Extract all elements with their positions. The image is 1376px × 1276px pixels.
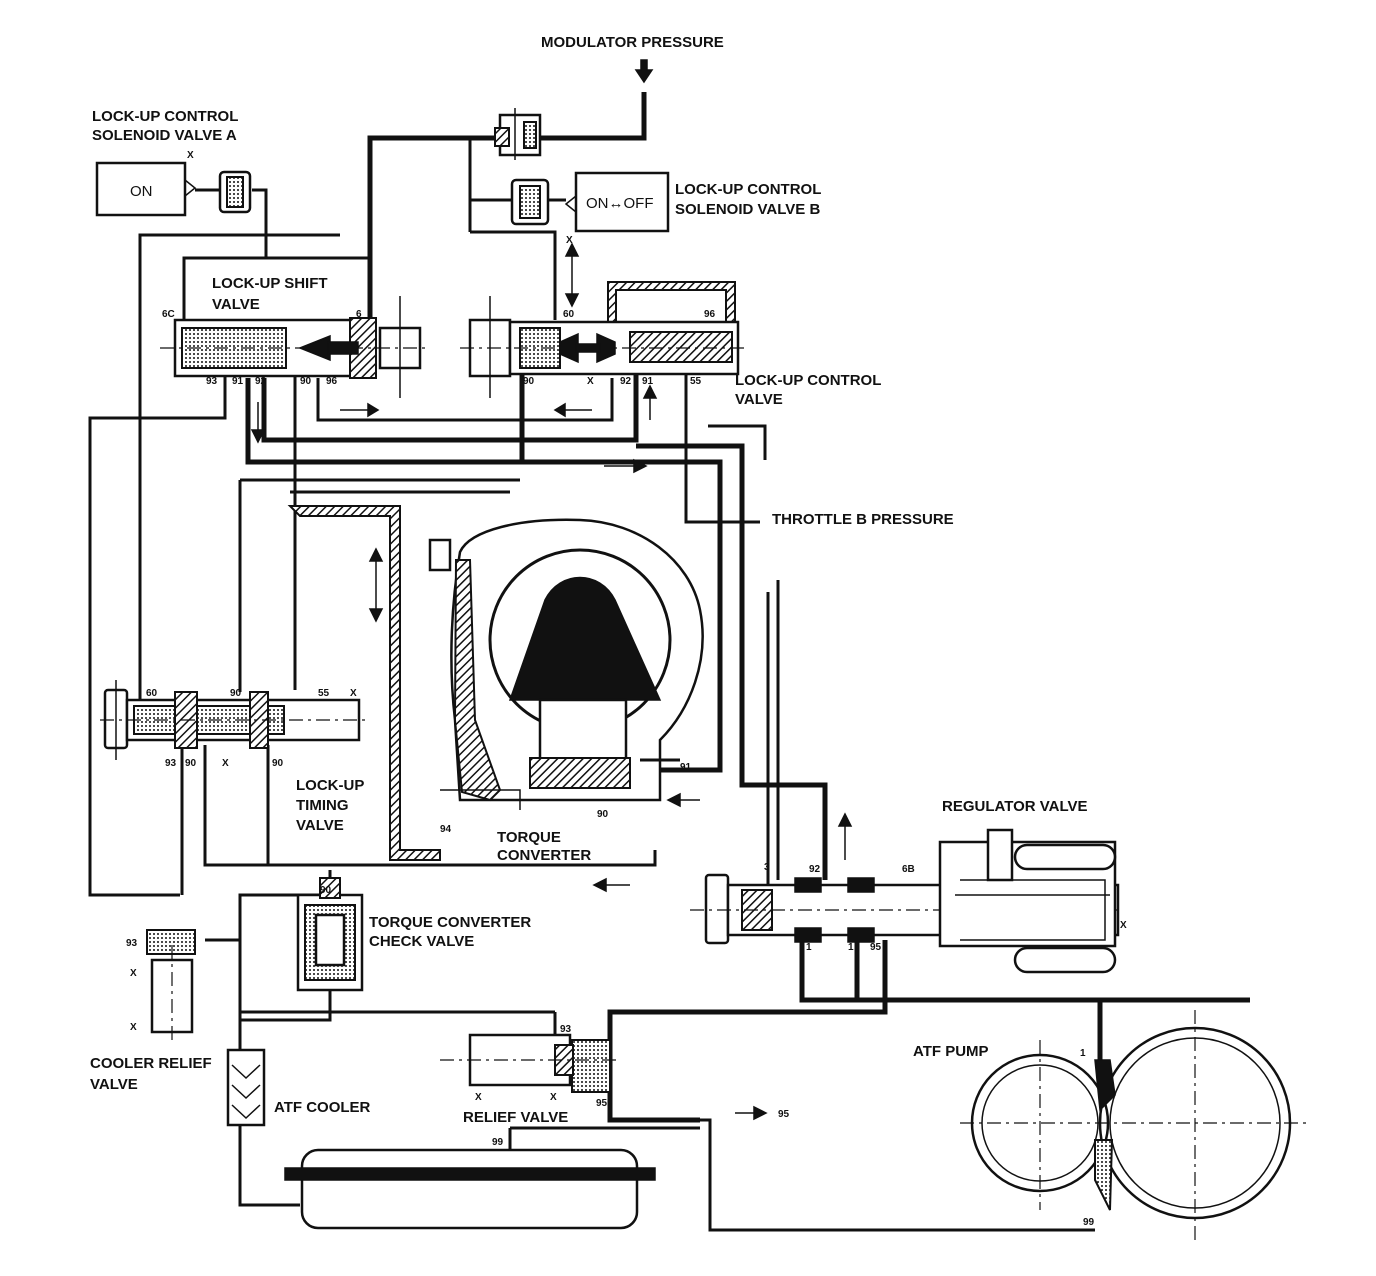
solenoid-a-label-2: SOLENOID VALVE A	[92, 127, 237, 144]
port-number-label: 3	[764, 862, 770, 873]
atf-cooler	[226, 1048, 266, 1127]
port-number-label: 95	[870, 942, 882, 953]
shift-valve-label-2: VALVE	[212, 296, 260, 313]
port-number-label: 94	[440, 824, 452, 835]
solenoid-valve-b: ON↔OFF	[510, 171, 670, 233]
port-number-label: 90	[523, 376, 535, 387]
port-number-label: 55	[690, 376, 702, 387]
port-number-label: X	[550, 1092, 557, 1103]
port-number-label: 92	[620, 376, 632, 387]
timing-valve-label-2: TIMING	[296, 797, 349, 814]
regulator-valve	[690, 828, 1120, 974]
port-number-label: 96	[326, 376, 338, 387]
solenoid-a-state: ON	[130, 183, 153, 200]
modulator-valve	[494, 108, 542, 160]
lockup-timing-valve	[100, 680, 370, 760]
port-number-label: 90	[320, 885, 332, 896]
port-number-label: 91	[232, 376, 244, 387]
tc-check-valve-label-1: TORQUE CONVERTER	[369, 914, 531, 931]
atf-pump	[960, 1010, 1310, 1240]
atf-sump	[284, 1148, 656, 1230]
control-valve-label-1: LOCK-UP CONTROL	[735, 372, 881, 389]
modulator-pressure-label: MODULATOR PRESSURE	[541, 34, 724, 51]
port-number-label: 91	[642, 376, 654, 387]
cooler-relief-label-1: COOLER RELIEF	[90, 1055, 212, 1072]
cooler-relief-valve	[146, 929, 196, 1040]
solenoid-b-label-2: SOLENOID VALVE B	[675, 201, 820, 218]
port-number-label: 6C	[162, 309, 175, 320]
port-number-label: 90	[300, 376, 312, 387]
port-number-label: 93	[206, 376, 218, 387]
port-number-label: X	[187, 150, 194, 161]
torque-converter	[428, 518, 704, 810]
port-number-label: 6B	[902, 864, 915, 875]
solenoid-b-label-1: LOCK-UP CONTROL	[675, 181, 821, 198]
atf-pump-label: ATF PUMP	[913, 1043, 989, 1060]
tc-check-valve-label-2: CHECK VALVE	[369, 933, 474, 950]
port-number-label: 99	[492, 1137, 504, 1148]
throttle-b-label: THROTTLE B PRESSURE	[772, 511, 954, 528]
port-number-label: 92	[809, 864, 821, 875]
port-number-label: 96	[704, 309, 716, 320]
port-number-label: 60	[563, 309, 575, 320]
solenoid-valve-a: ON	[95, 161, 252, 217]
port-number-label: 93	[126, 938, 138, 949]
port-number-label: 90	[272, 758, 284, 769]
lockup-shift-valve	[160, 296, 430, 398]
fluid-lines	[88, 92, 1250, 1232]
port-number-label: 6	[356, 309, 362, 320]
to-95-label: 95	[778, 1109, 790, 1120]
port-number-label: X	[1120, 920, 1127, 931]
port-number-label: 1	[1080, 1048, 1086, 1059]
atf-cooler-label: ATF COOLER	[274, 1099, 371, 1116]
cooler-relief-label-2: VALVE	[90, 1076, 138, 1093]
port-number-label: X	[130, 968, 137, 979]
torque-converter-label-1: TORQUE	[497, 829, 561, 846]
port-number-label: X	[587, 376, 594, 387]
port-numbers: X 6C 6 60 96 X 93 91 92 90 96 90 X 92 91…	[126, 150, 1127, 1228]
port-number-label: X	[130, 1022, 137, 1033]
timing-valve-label-3: VALVE	[296, 817, 344, 834]
timing-valve-label-1: LOCK-UP	[296, 777, 364, 794]
lockup-control-valve	[460, 296, 745, 398]
diagram-labels: MODULATOR PRESSURE LOCK-UP CONTROL SOLEN…	[90, 34, 1088, 1126]
regulator-valve-label: REGULATOR VALVE	[942, 798, 1088, 815]
port-number-label: X	[566, 235, 573, 246]
torque-converter-check-valve	[296, 877, 364, 992]
control-valve-label-2: VALVE	[735, 391, 783, 408]
torque-converter-label-2: CONVERTER	[497, 847, 591, 864]
flow-arrows	[250, 59, 853, 1121]
port-number-label: 93	[165, 758, 177, 769]
relief-valve-label: RELIEF VALVE	[463, 1109, 568, 1126]
port-number-label: X	[222, 758, 229, 769]
shift-valve-label-1: LOCK-UP SHIFT	[212, 275, 328, 292]
port-number-label: 1	[848, 942, 854, 953]
port-number-label: 92	[255, 376, 267, 387]
solenoid-a-label-1: LOCK-UP CONTROL	[92, 108, 238, 125]
port-number-label: 91	[680, 762, 692, 773]
port-number-label: 90	[597, 809, 609, 820]
port-number-label: 99	[1083, 1217, 1095, 1228]
port-number-label: 1	[806, 942, 812, 953]
port-number-label: 55	[318, 688, 330, 699]
port-number-label: 90	[230, 688, 242, 699]
port-number-label: 95	[596, 1098, 608, 1109]
port-number-label: 90	[185, 758, 197, 769]
port-number-label: 60	[146, 688, 158, 699]
port-number-label: 93	[560, 1024, 572, 1035]
port-number-label: X	[350, 688, 357, 699]
port-number-label: X	[475, 1092, 482, 1103]
solenoid-b-state: ON↔OFF	[586, 195, 654, 212]
relief-valve	[440, 1033, 620, 1093]
